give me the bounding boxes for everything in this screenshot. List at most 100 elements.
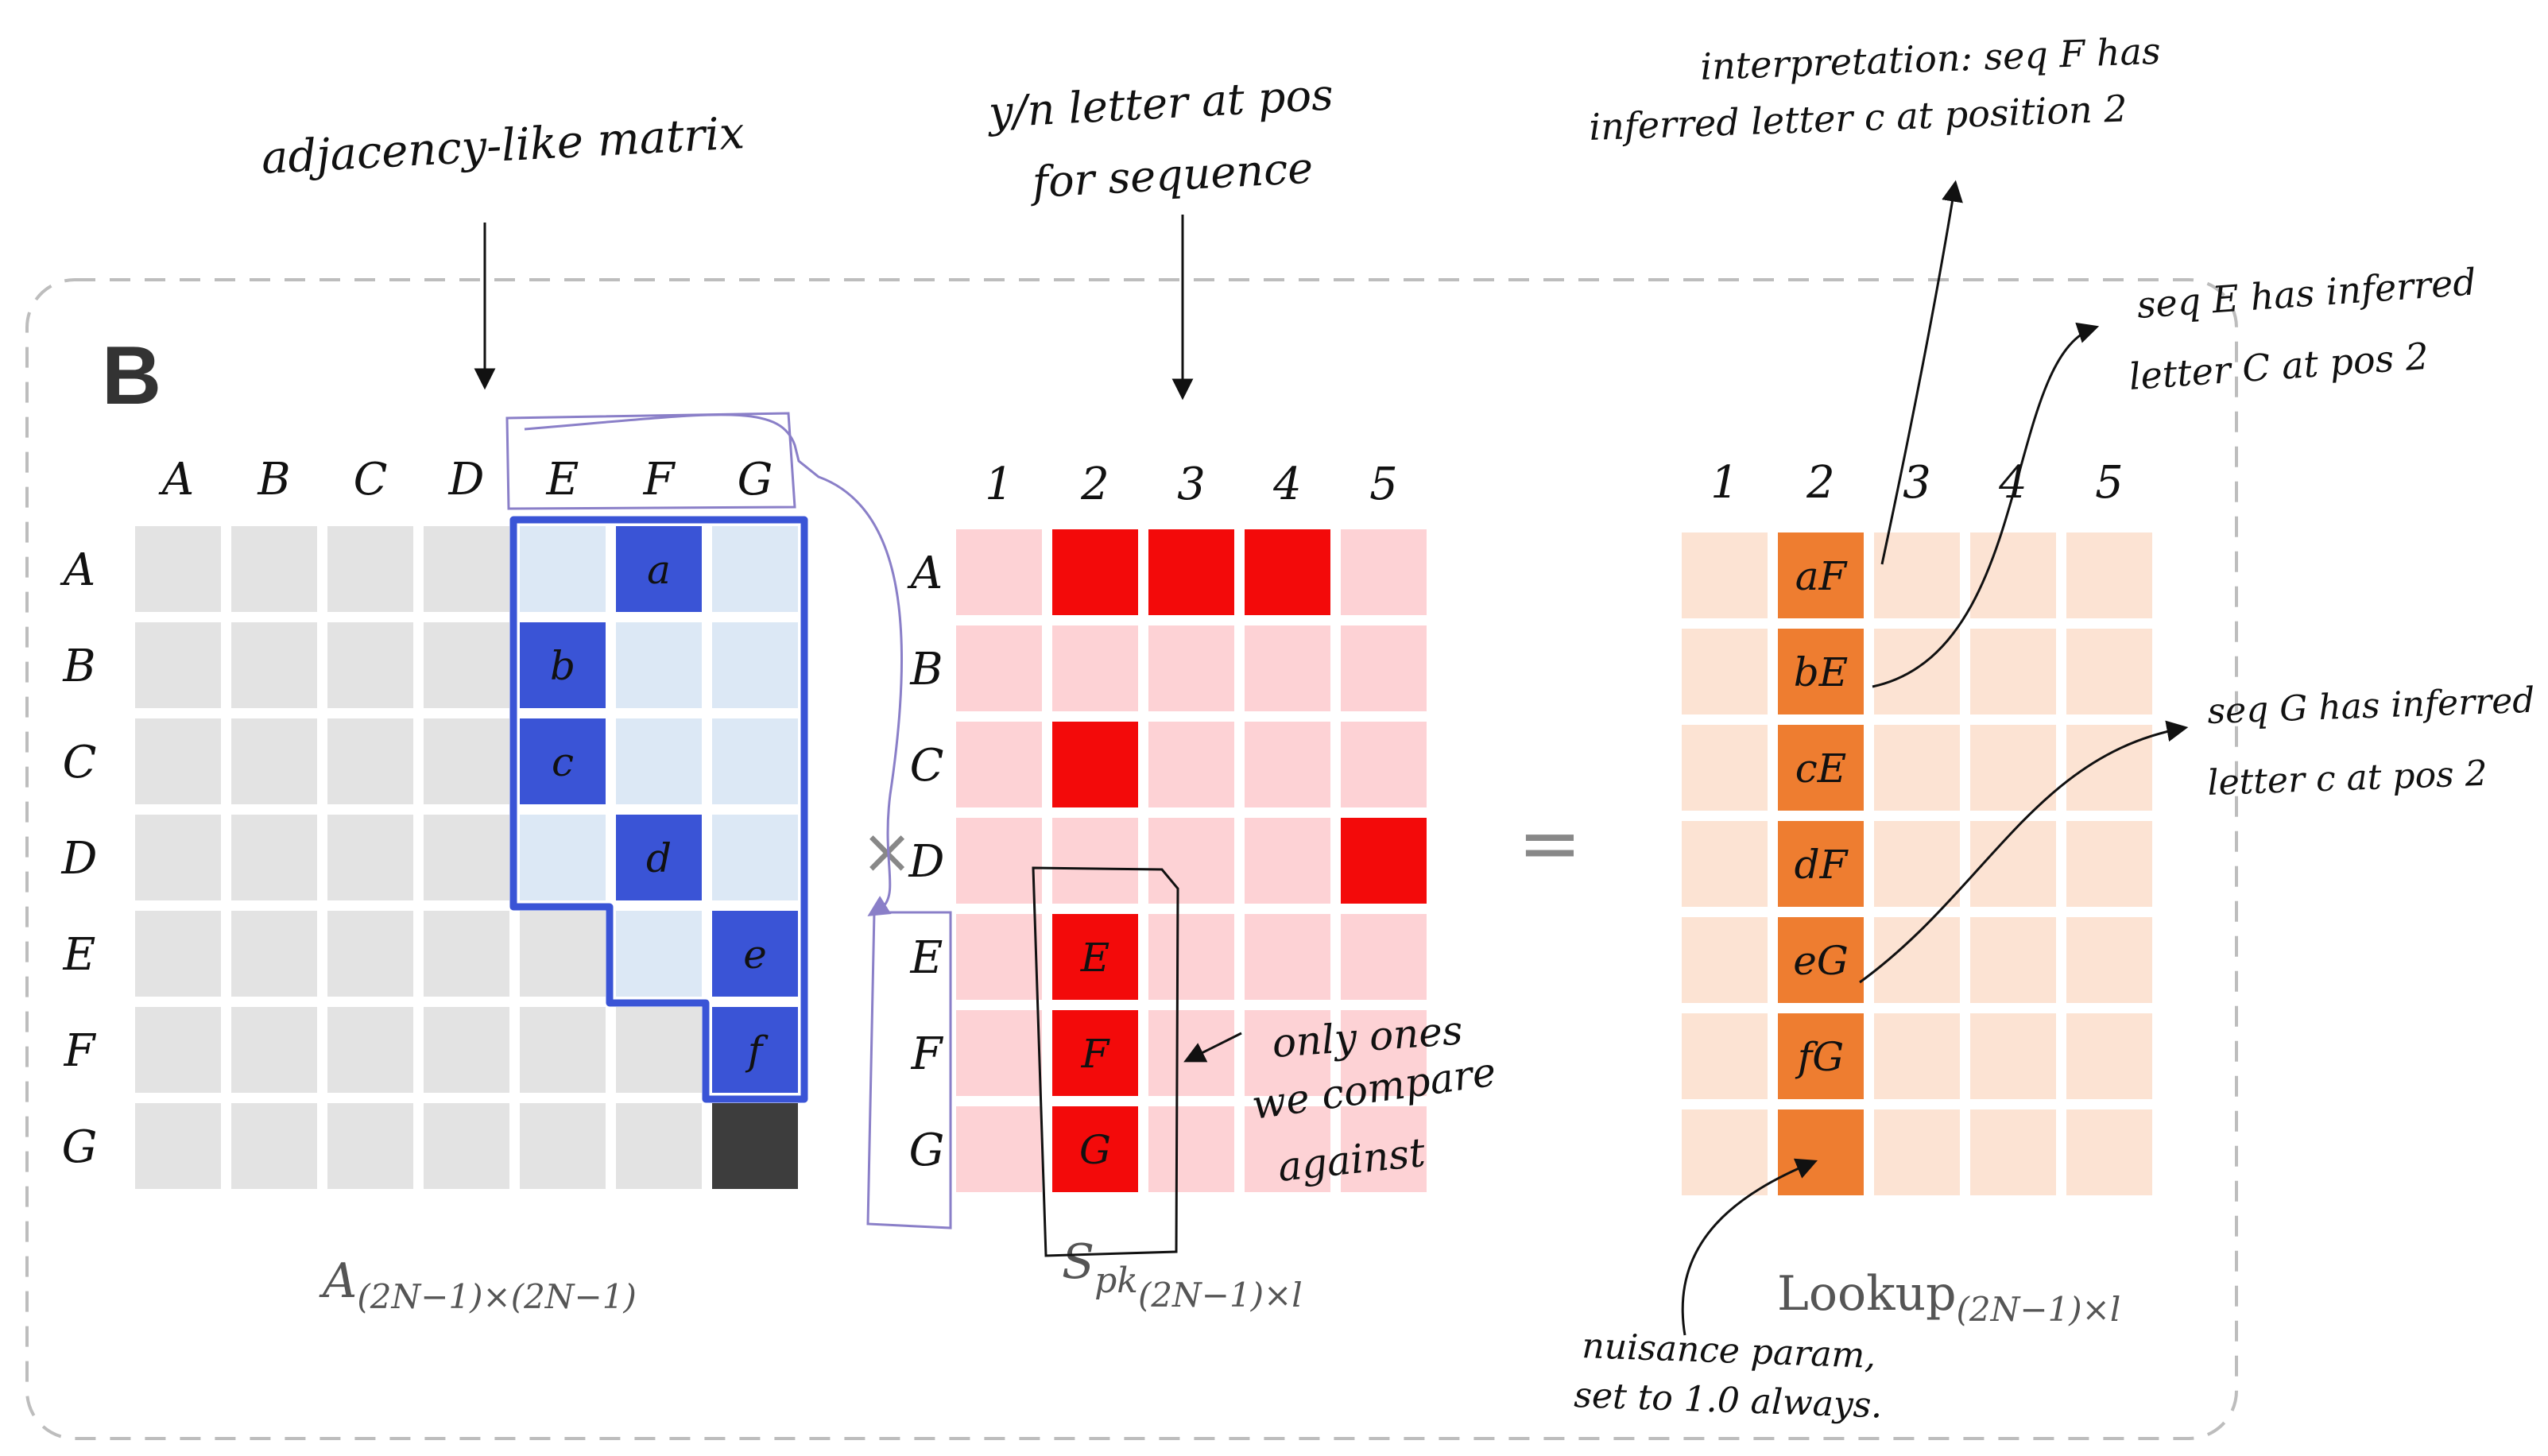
matrix-lookup-cell [1778,917,1864,1003]
matrix-A-row-label: C [63,737,97,788]
matrix-lookup-cell [2066,917,2152,1003]
matrix-A-col-label: E [546,454,579,505]
matrix-S-row-label: F [911,1028,944,1080]
matrix-lookup-cell [1778,821,1864,907]
matrix-S-cell [1148,1106,1234,1192]
matrix-lookup-col-label: 1 [1710,457,1739,509]
arrow-nuisance [1681,1158,1818,1336]
matrix-A-cell [520,1007,606,1093]
matrix-lookup-cell [1778,629,1864,714]
matrix-A-cell [712,1007,798,1093]
matrix-A-cell-label: b [550,643,575,689]
matrix-S-col-label: 4 [1272,459,1302,510]
matrix-lookup-cell [1682,532,1768,618]
matrix-A-cell [231,911,317,997]
matrix-A-cell [327,526,413,612]
annotation-interp-line2: inferred letter c at position 2 [1588,87,2128,149]
matrix-A-cell [520,815,606,900]
annotation-nuisance-line2: set to 1.0 always. [1574,1375,1884,1427]
matrix-A-cell [424,526,509,612]
matrix-lookup-cell-label: bE [1794,649,1849,695]
matrix-A-cell [135,911,221,997]
matrix-lookup-cell [1778,725,1864,811]
matrix-S-cell-label: G [1079,1127,1111,1173]
annotation-interp-line1: interpretation: seq F has [1699,29,2161,88]
panel-frame [25,278,2238,1440]
matrix-lookup-cell [1682,629,1768,714]
matrix-A-cell [231,526,317,612]
matrix-S-col-label: 5 [1369,459,1398,510]
matrix-A-cell [520,1103,606,1189]
matrix-lookup-cell [1778,1013,1864,1099]
matrix-S-cell-label: E [1080,935,1110,981]
matrix-A-row-label: B [62,641,95,692]
matrix-S-cell [1341,722,1427,807]
matrix-lookup-cell [2066,532,2152,618]
matrix-S-row-label: C [910,740,944,792]
matrix-S-row-label: E [910,932,943,984]
matrix-lookup-cell [1682,725,1768,811]
matrix-lookup-cell [1874,821,1960,907]
matrix-lookup-cell [1778,532,1864,618]
matrix-A-cell [712,526,798,612]
matrix-S-cell [956,1106,1042,1192]
matrix-A-cell [520,526,606,612]
annotation-adjacency: adjacency-like matrix [260,107,745,184]
matrix-lookup-col-label: 3 [1903,457,1931,509]
annotation-yn-line1: y/n letter at pos [986,69,1334,137]
matrix-A-cell [616,526,702,612]
purple-bracket-EFG [866,911,952,1229]
matrix-lookup-cell [2066,821,2152,907]
matrix-S-cell [1341,625,1427,711]
matrix-A-cell [520,622,606,708]
matrix-S-cell-label: F [1081,1031,1111,1077]
matrix-lookup-cell [1970,917,2056,1003]
matrix-A-cell [616,718,702,804]
matrix-S-cell [1148,1010,1234,1096]
matrix-A-cell [616,815,702,900]
matrix-S-cell [956,818,1042,904]
matrix-A-cell-label: a [647,547,671,593]
matrix-A-row-label: G [62,1121,98,1173]
matrix-A-cell [520,911,606,997]
annotation-seqE-line1: seq E has inferred [2136,260,2477,327]
matrix-S-cell [1052,914,1138,1000]
matrix-A-cell [231,718,317,804]
matrix-A-cell [712,1103,798,1189]
matrix-S-cell [956,625,1042,711]
matrix-lookup-cell [1874,532,1960,618]
matrix-A-cell [327,911,413,997]
matrix-A-cell [424,718,509,804]
matrix-lookup-cell [1874,1109,1960,1195]
matrix-A-cell [520,718,606,804]
matrix-lookup-col-label: 2 [1806,457,1835,509]
annotation-seqG-line1: seq G has inferred [2207,680,2536,732]
matrix-S-cell [1341,1106,1427,1192]
matrix-S-cell [1341,529,1427,615]
black-outline-EFG [1032,866,1179,1257]
matrix-A-col-label: A [158,454,194,505]
matrix-lookup-cell [1970,532,2056,618]
matrix-S-cell [956,722,1042,807]
arrow-only [1183,1032,1242,1063]
matrix-A-cell [327,622,413,708]
matrix-S-cell [1052,1106,1138,1192]
matrix-S-cell [1245,818,1330,904]
matrix-lookup-cell [1874,725,1960,811]
matrix-A-cell [231,622,317,708]
matrix-lookup-cell [1970,725,2056,811]
matrix-A-col-label: F [643,454,676,505]
matrix-S-cell [1148,818,1234,904]
matrix-S-cell [1245,914,1330,1000]
panel-label: B [102,330,161,422]
matrix-lookup-cell [1682,1013,1768,1099]
equals-operator: = [1518,799,1582,888]
matrix-lookup-cell [2066,1109,2152,1195]
arrow-seqG [1859,720,2189,984]
matrix-lookup-cell [1874,1013,1960,1099]
matrix-A-cell [616,911,702,997]
matrix-A-cell [712,815,798,900]
